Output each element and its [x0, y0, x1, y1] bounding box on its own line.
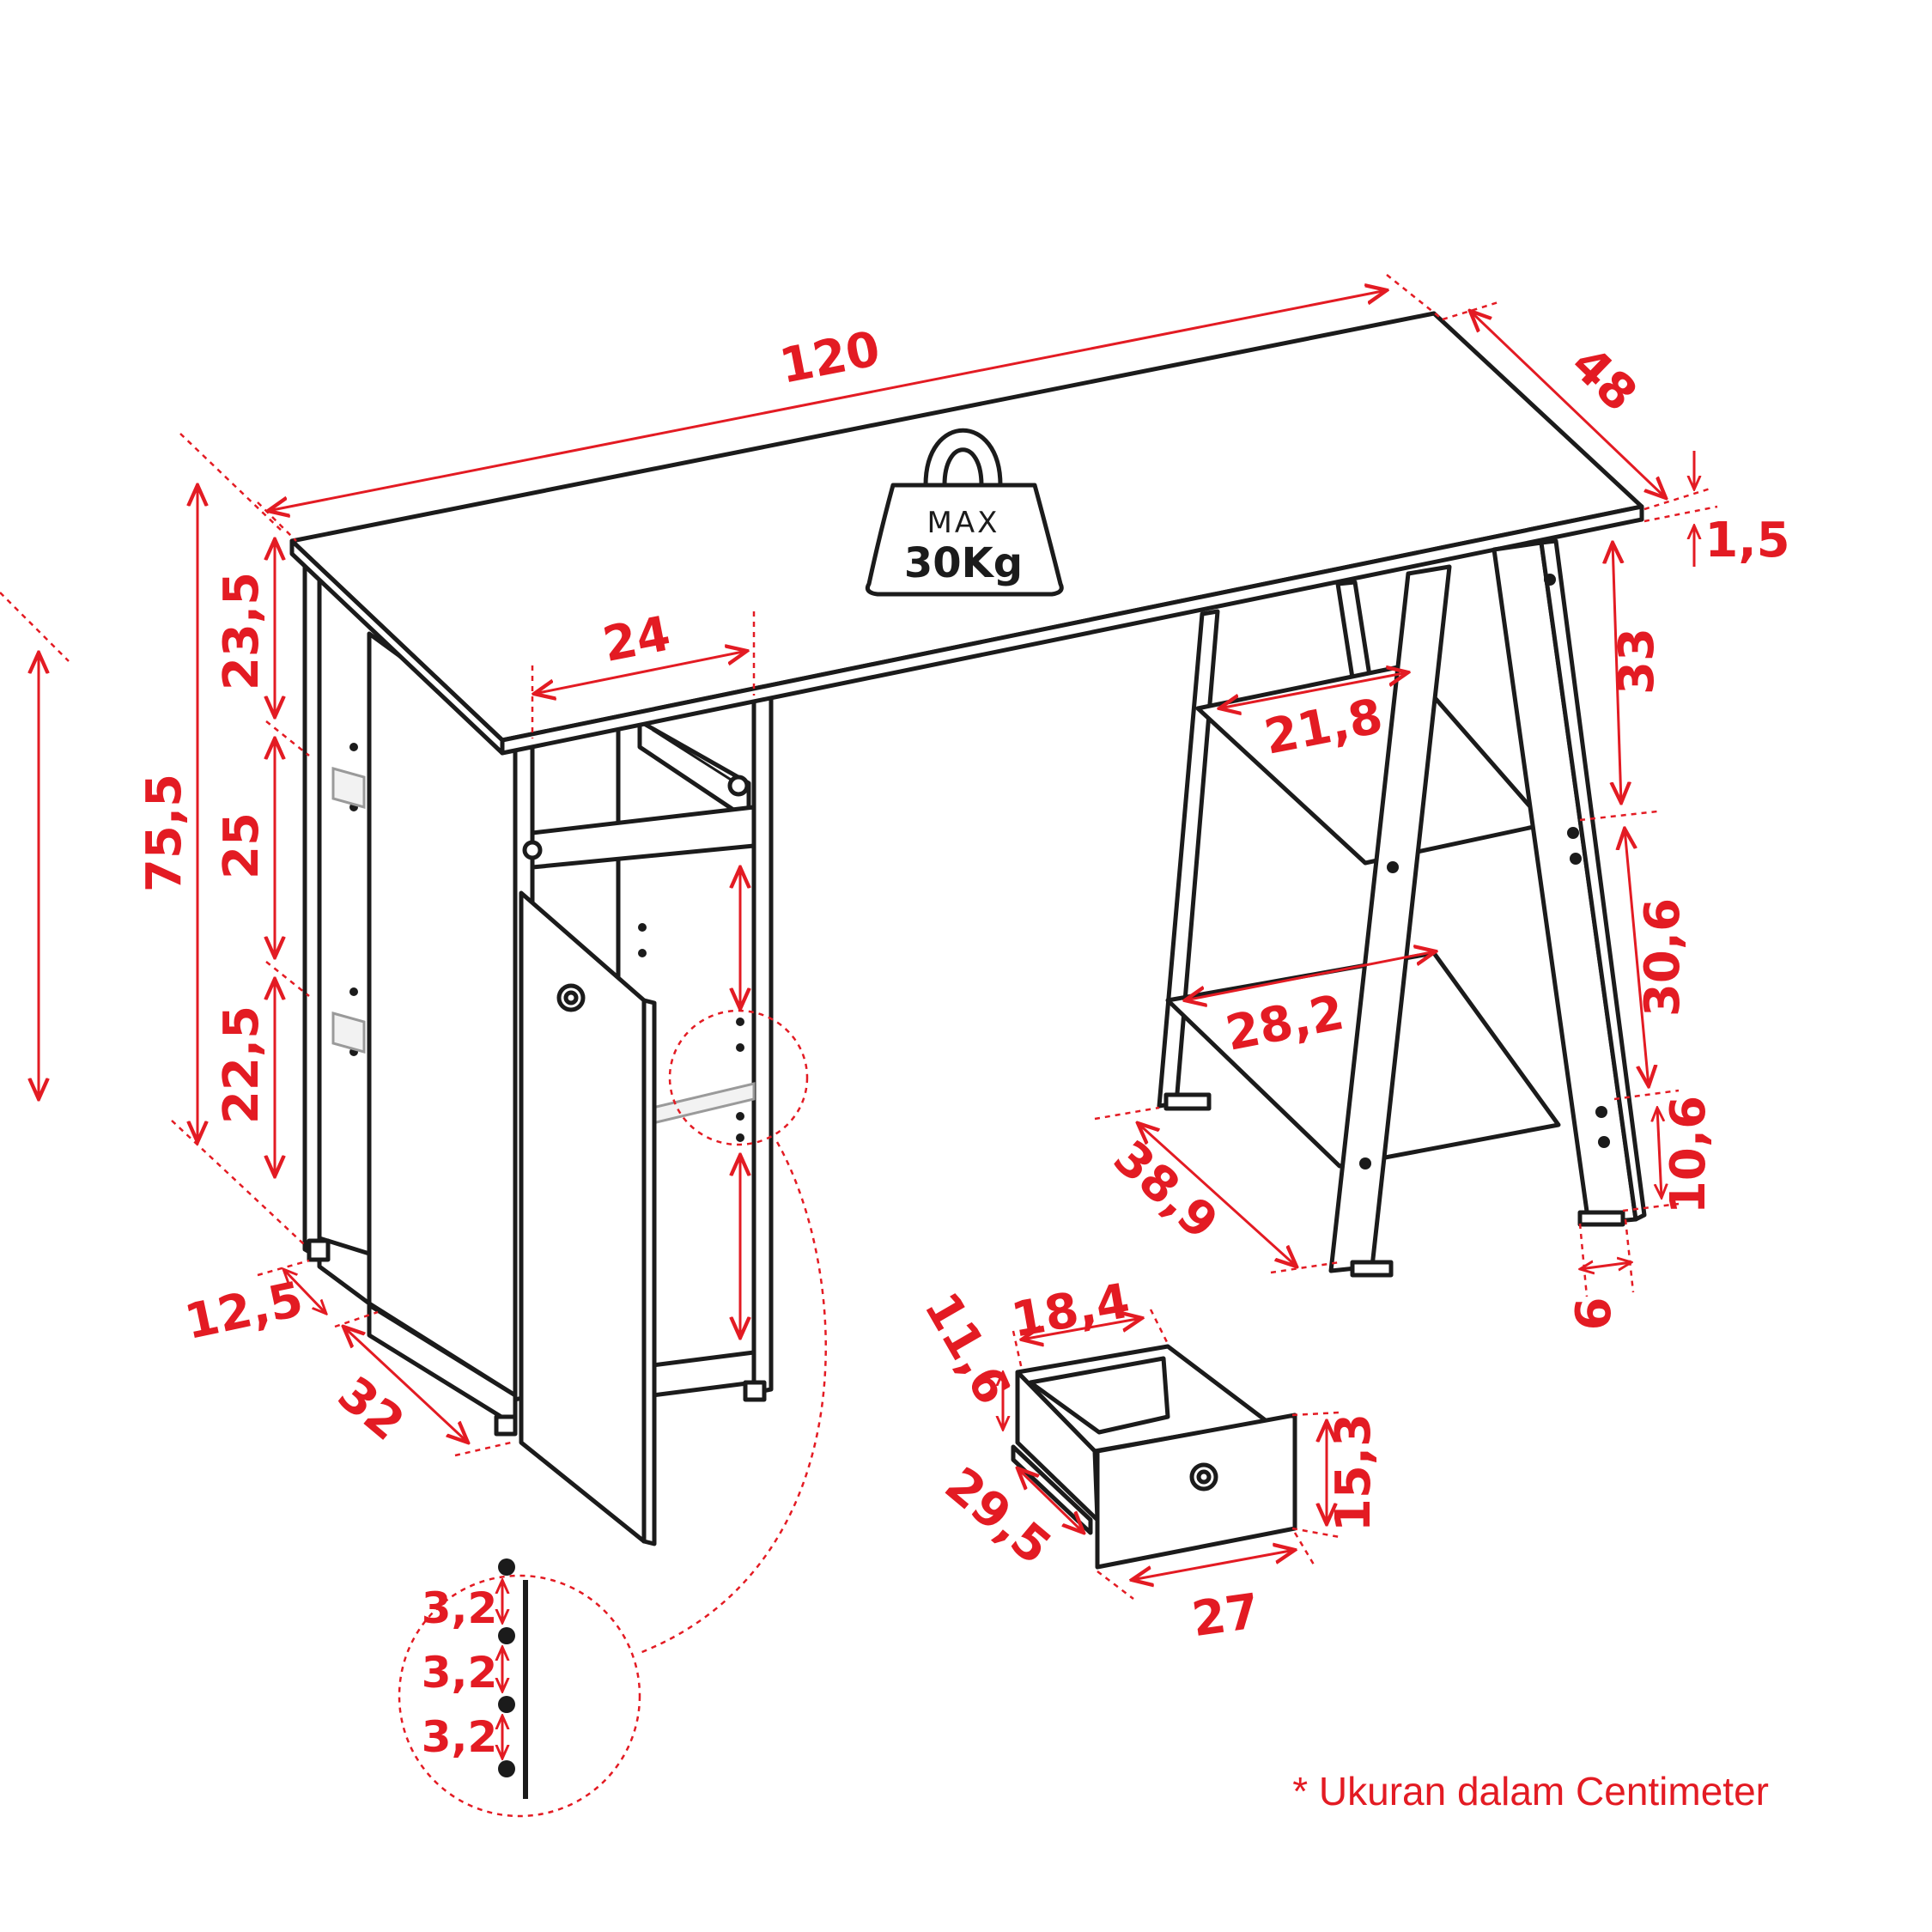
label-ladder-middle-gap: 30,6 — [1635, 898, 1691, 1017]
dimension-lines — [0, 274, 1718, 1600]
label-ladder-lower-gap: 10,6 — [1661, 1096, 1716, 1214]
label-leg-width: 6 — [1566, 1297, 1622, 1331]
weight-max-label: MAX — [927, 506, 1000, 540]
ladder-frame — [1157, 538, 1647, 1278]
label-pitch-2: 3,2 — [422, 1648, 498, 1698]
label-drawer-front-height: 15,3 — [1326, 1413, 1382, 1532]
hole-pitch-icon — [498, 1558, 515, 1777]
label-left-upper-gap: 23,5 — [214, 572, 270, 690]
detail-callout — [398, 1009, 827, 1818]
label-ladder-upper-gap: 33 — [1609, 628, 1665, 695]
cabinet-door — [519, 890, 657, 1546]
label-drawer-slot-width: 24 — [598, 606, 675, 674]
label-left-lower-gap: 22,5 — [214, 1005, 270, 1124]
weight-load-label: 30Kg — [904, 539, 1023, 587]
label-drawer-inner-height: 11,6 — [913, 1284, 1020, 1414]
label-width: 120 — [775, 321, 884, 395]
label-total-height: 75,5 — [137, 774, 192, 892]
label-pitch-1: 3,2 — [422, 1583, 498, 1633]
label-top-thickness: 1,5 — [1704, 513, 1789, 568]
label-pitch-3: 3,2 — [422, 1712, 498, 1762]
label-drawer-front-width: 27 — [1188, 1583, 1262, 1648]
label-drawer-inner-width: 18,4 — [1007, 1273, 1133, 1349]
label-left-middle-gap: 25 — [214, 812, 270, 879]
label-left-base-offset: 12,5 — [180, 1272, 308, 1351]
footnote: * Ukuran dalam Centimeter — [1292, 1769, 1769, 1814]
